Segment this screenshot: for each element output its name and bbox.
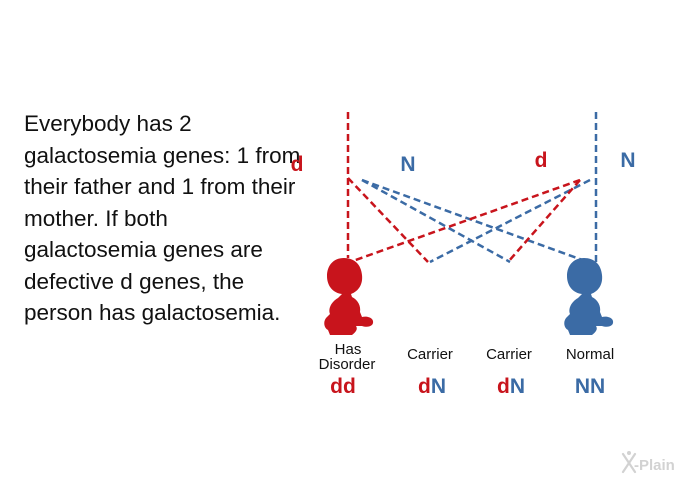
child-4-status: Normal [566, 346, 614, 363]
child-figure-normal [564, 258, 614, 335]
parent-right-gene-d: d [535, 149, 548, 172]
parent-left-gene-n: N [400, 153, 415, 176]
child-figure-has-disorder [324, 258, 374, 335]
child-4-genotype: NN [575, 375, 605, 398]
child-3-status: Carrier [486, 346, 532, 363]
parent-figure-left [308, 58, 404, 188]
child-2-genotype: dN [418, 375, 446, 398]
child-figure-carrier-2 [484, 258, 534, 335]
line-p2-d-to-child3 [507, 179, 581, 263]
line-p1-n-to-child4 [361, 178, 589, 264]
line-p1-n-to-child3 [361, 178, 511, 264]
line-p1-d-to-child2 [347, 177, 429, 263]
inheritance-lines [346, 112, 598, 264]
line-p2-n-to-child2 [429, 178, 591, 264]
line-p2-d-to-child1 [349, 178, 581, 264]
watermark-text: -Plain [634, 457, 675, 474]
parent-left-gene-d: d [291, 153, 304, 176]
explanation-text: Everybody has 2 galactosemia genes: 1 fr… [24, 111, 301, 325]
child-1-status-line1: Has [335, 341, 362, 358]
parent-right-gene-n: N [620, 149, 635, 172]
child-3-genotype: dN [497, 375, 525, 398]
child-1-genotype: dd [330, 375, 356, 398]
x-plain-watermark-logo: -Plain [621, 451, 675, 474]
child-2-status: Carrier [407, 346, 453, 363]
child-figure-carrier-1 [404, 258, 454, 335]
child-1-status-line2: Disorder [319, 356, 376, 373]
